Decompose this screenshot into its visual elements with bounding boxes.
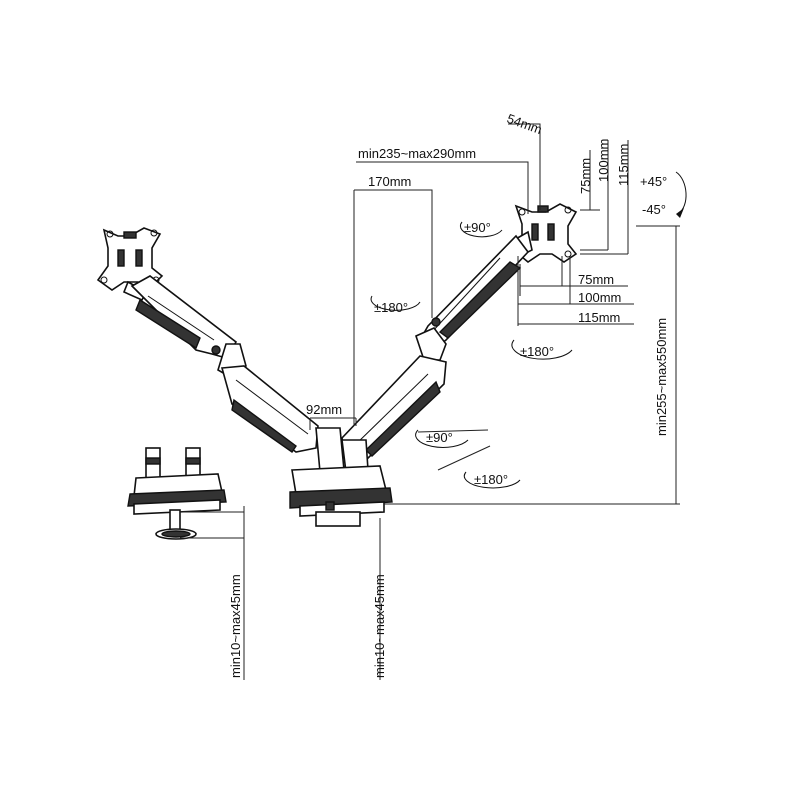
arm-segment-label: 170mm bbox=[368, 174, 411, 189]
swivel-head-arrow-icon bbox=[459, 221, 503, 238]
rotate-right-label: ±180° bbox=[520, 344, 554, 359]
rotate-base-arrow-icon bbox=[463, 471, 521, 489]
pole-spacing-label: 92mm bbox=[306, 402, 342, 417]
center-base bbox=[289, 427, 393, 527]
height-range-label: min255~max550mm bbox=[654, 318, 669, 436]
left-arm bbox=[96, 227, 319, 453]
rotate-upper-arrow-icon bbox=[370, 295, 421, 311]
tilt-down-label: -45° bbox=[642, 202, 666, 217]
vesa-h-115-label: 115mm bbox=[616, 144, 631, 186]
rotate-upper-label: ±180° bbox=[374, 300, 408, 315]
tilt-arrow-icon bbox=[675, 171, 687, 215]
tilt-up-label: +45° bbox=[640, 174, 667, 189]
vesa-offset-label: 54mm bbox=[505, 111, 544, 137]
right-arm bbox=[341, 203, 578, 461]
rotate-base-label: ±180° bbox=[474, 472, 508, 487]
rotation-arrows bbox=[370, 171, 687, 489]
vesa-h-100-label: 100mm bbox=[596, 139, 611, 182]
grommet-clamp-range-label: min10~max45mm bbox=[228, 574, 243, 678]
swivel-lower-label: ±90° bbox=[426, 430, 453, 445]
swivel-lower-arrow-icon bbox=[415, 429, 469, 448]
swivel-head-label: ±90° bbox=[464, 220, 491, 235]
vesa-h-75-label: 75mm bbox=[578, 158, 593, 194]
rotate-right-arrow-icon bbox=[511, 339, 573, 360]
center-clamp-range-label: min10~max45mm bbox=[372, 574, 387, 678]
dimension-lines bbox=[180, 123, 680, 680]
labels: 54mm min235~max290mm 170mm 92mm 75mm 100… bbox=[228, 111, 669, 678]
vesa-v-75-label: 75mm bbox=[578, 272, 614, 287]
vesa-v-100-label: 100mm bbox=[578, 290, 621, 305]
vesa-v-115-label: 115mm bbox=[578, 310, 620, 325]
reach-range-label: min235~max290mm bbox=[358, 146, 476, 161]
grommet-mount bbox=[127, 447, 227, 540]
